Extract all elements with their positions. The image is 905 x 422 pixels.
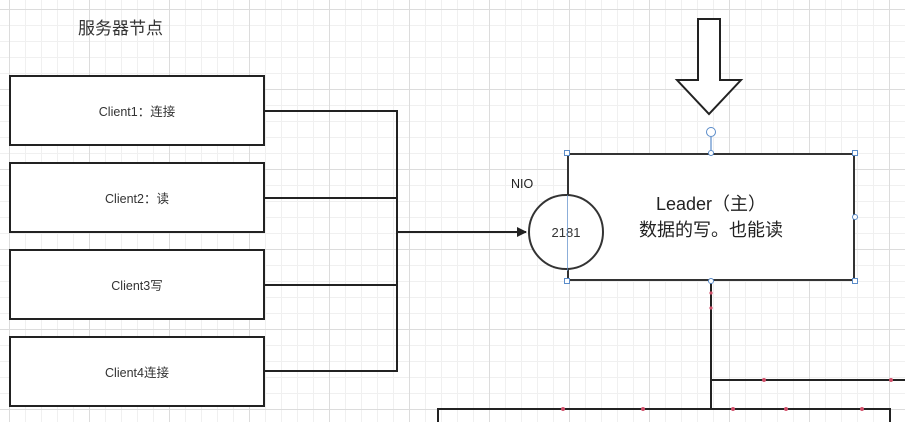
selection-guide-line <box>567 195 568 271</box>
resize-handle-right[interactable] <box>852 214 858 220</box>
leader-description: 数据的写。也能读 <box>639 220 783 240</box>
client1-box[interactable]: Client1：连接 <box>9 75 265 146</box>
resize-handle-bottom-right[interactable] <box>852 278 858 284</box>
resize-handle-bottom[interactable] <box>708 278 714 284</box>
client1-connector <box>265 110 398 232</box>
leader-title: Leader（主） <box>655 194 767 214</box>
client3-label: Client3写 <box>111 279 163 293</box>
client2-box[interactable]: Client2：读 <box>9 162 265 233</box>
client2-label: Client2：读 <box>105 192 169 206</box>
client1-label: Client1：连接 <box>98 105 176 119</box>
client4-connector <box>265 232 398 372</box>
resize-handle-top-left[interactable] <box>564 150 570 156</box>
resize-handle-bottom-left[interactable] <box>564 278 570 284</box>
port-number: 2181 <box>551 224 581 240</box>
leader-node[interactable]: Leader（主） 数据的写。也能读 <box>567 153 855 281</box>
down-arrow-shape <box>674 18 744 116</box>
client4-label: Client4连接 <box>105 366 169 380</box>
rotate-handle[interactable] <box>706 127 716 137</box>
resize-handle-top[interactable] <box>708 150 714 156</box>
client4-box[interactable]: Client4连接 <box>9 336 265 407</box>
bottom-box-edge <box>437 408 891 422</box>
client3-box[interactable]: Client3写 <box>9 249 265 320</box>
diagram-title: 服务器节点 <box>78 19 163 38</box>
nio-label: NIO <box>511 177 534 191</box>
resize-handle-top-right[interactable] <box>852 150 858 156</box>
port-node[interactable]: 2181 <box>528 194 604 270</box>
